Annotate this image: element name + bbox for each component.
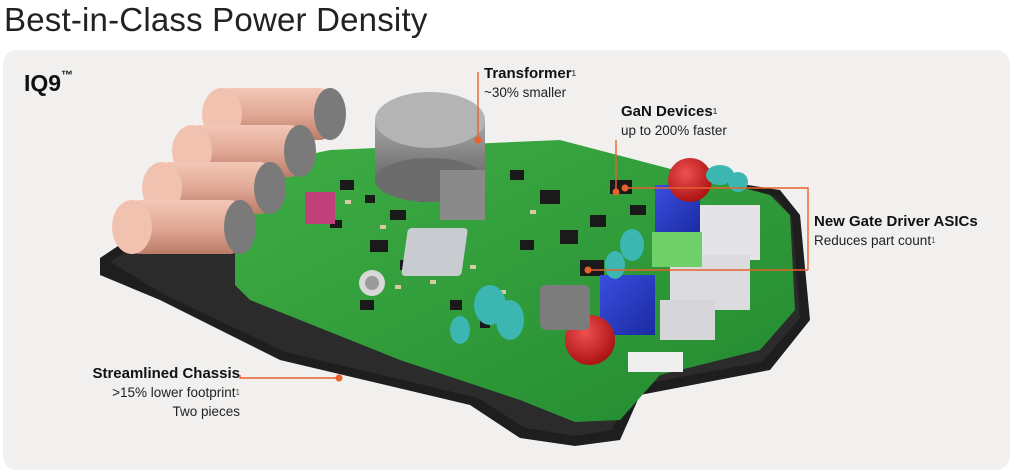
inductor	[540, 285, 590, 330]
pink-component	[305, 192, 335, 224]
callout-transformer: Transformer1 ~30% smaller	[484, 65, 576, 100]
leader-dots	[335, 136, 629, 382]
transformer	[375, 92, 485, 220]
asic-chip	[401, 228, 468, 276]
page-title: Best-in-Class Power Density	[4, 1, 428, 38]
capacitors	[112, 88, 346, 254]
product-name: IQ9™	[24, 68, 74, 96]
connector	[628, 352, 683, 372]
red-capacitor	[668, 158, 712, 202]
green-component	[652, 232, 702, 267]
teal-capacitors	[450, 165, 748, 344]
leader-lines	[239, 72, 809, 379]
callout-gate-driver: New Gate Driver ASICs Reduces part count…	[814, 213, 978, 248]
callout-chassis: Streamlined Chassis >15% lower footprint…	[92, 365, 240, 419]
callout-gan-devices: GaN Devices1 up to 200% faster	[621, 103, 727, 138]
